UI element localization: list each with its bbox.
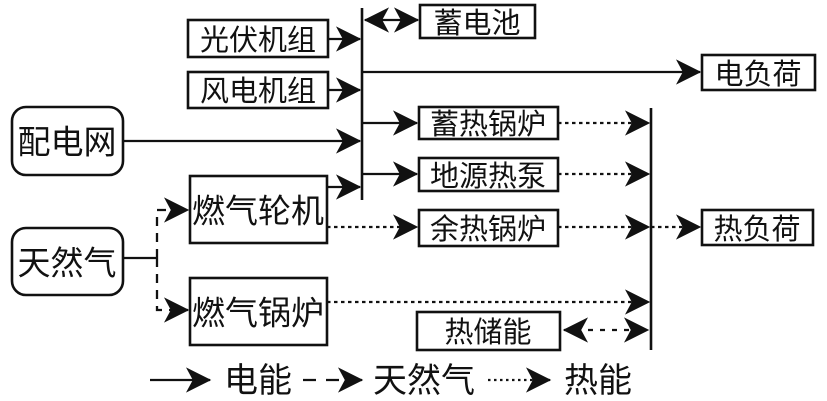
node-wind: 风电机组 xyxy=(186,70,330,110)
gas-source-box xyxy=(10,226,125,297)
node-heat-load: 热负荷 xyxy=(700,208,815,247)
legend-gas-label: 天然气 xyxy=(373,361,475,401)
heat-load-label: 热负荷 xyxy=(713,212,800,246)
waste-heat-boiler-label: 余热锅炉 xyxy=(430,212,546,246)
node-gas-boiler: 燃气锅炉 xyxy=(188,276,329,347)
pv-box xyxy=(186,18,330,59)
node-gas-turbine: 燃气轮机 xyxy=(188,174,329,245)
node-electric-load: 电负荷 xyxy=(700,53,817,92)
node-gas-source: 天然气 xyxy=(10,226,125,297)
node-ground-source-heat-pump: 地源热泵 xyxy=(417,156,560,193)
ground-source-heat-pump-label: 地源热泵 xyxy=(430,159,546,193)
waste-heat-boiler-box xyxy=(417,208,560,248)
wind-label: 风电机组 xyxy=(200,74,316,108)
gas-boiler-label: 燃气锅炉 xyxy=(192,294,324,333)
heat-load-box xyxy=(700,208,815,247)
heat-storage-boiler-label: 蓄热锅炉 xyxy=(430,107,546,141)
legend: 电能 天然气 热能 xyxy=(150,361,632,401)
node-battery: 蓄电池 xyxy=(418,3,537,40)
thermal-storage-label: 热储能 xyxy=(444,315,531,349)
node-thermal-storage: 热储能 xyxy=(415,310,562,352)
node-heat-storage-boiler: 蓄热锅炉 xyxy=(417,105,560,141)
wind-box xyxy=(186,70,330,110)
gas-turbine-box xyxy=(188,174,329,245)
grid-box xyxy=(10,105,125,177)
legend-electric-label: 电能 xyxy=(224,361,292,401)
ground-source-heat-pump-box xyxy=(417,156,560,193)
thermal-storage-box xyxy=(415,310,562,352)
edge-gas-source-to-gas-turbine xyxy=(155,197,190,258)
electric-load-box xyxy=(700,53,817,92)
gas-source-label: 天然气 xyxy=(18,244,117,283)
electric-load-label: 电负荷 xyxy=(714,57,801,91)
node-pv: 光伏机组 xyxy=(186,18,330,59)
battery-box xyxy=(418,3,537,40)
heat-storage-boiler-box xyxy=(417,105,560,141)
grid-label: 配电网 xyxy=(18,123,117,162)
edge-gas-source-to-gas-boiler xyxy=(155,258,190,323)
gas-turbine-label: 燃气轮机 xyxy=(192,192,324,231)
gas-boiler-box xyxy=(188,276,329,347)
node-waste-heat-boiler: 余热锅炉 xyxy=(417,208,560,248)
node-grid: 配电网 xyxy=(10,105,125,177)
legend-heat-label: 热能 xyxy=(564,361,632,401)
battery-label: 蓄电池 xyxy=(433,6,520,40)
pv-label: 光伏机组 xyxy=(200,23,316,57)
